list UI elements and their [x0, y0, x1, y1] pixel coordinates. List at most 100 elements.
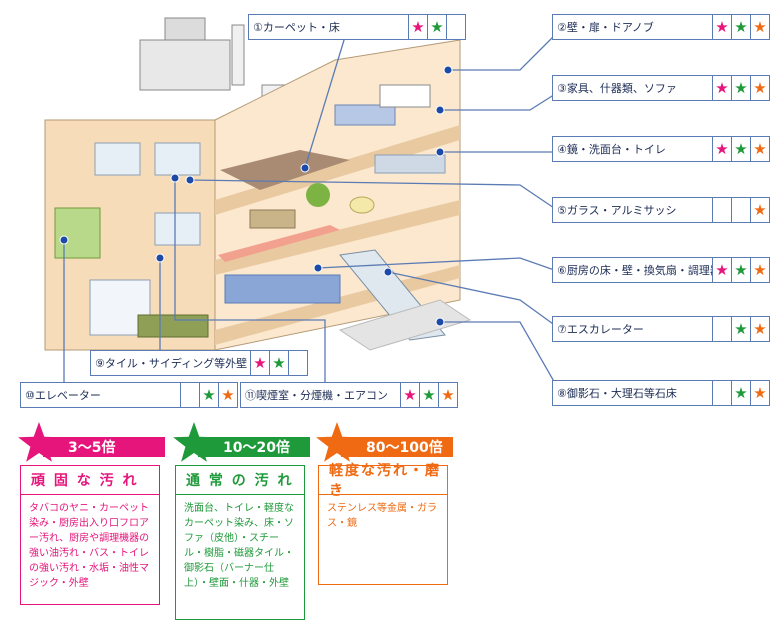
star-cell-1: ★: [400, 383, 419, 407]
label-box-3: ③家具、什器類、ソファ ★ ★ ★: [552, 75, 770, 101]
star-cell-2: ★: [427, 15, 446, 39]
carpet-area: [220, 150, 350, 190]
star-icon: ★: [430, 17, 444, 36]
star-cell-2: ★: [731, 317, 750, 341]
category-range: 10～20倍: [223, 440, 290, 456]
whiteboard: [379, 84, 431, 108]
marker-dot-11: [170, 173, 180, 183]
category-range: 80～100倍: [366, 440, 443, 456]
big-star-icon: [316, 422, 358, 462]
label-text: ⑦エスカレーター: [557, 323, 644, 336]
category-range: 3～5倍: [68, 440, 116, 456]
star-icon: ★: [715, 17, 729, 36]
star-cell-1: ★: [712, 76, 731, 100]
label-text: ⑧御影石・大理石等石床: [557, 387, 677, 400]
label-text: ③家具、什器類、ソファ: [557, 82, 677, 95]
sofa: [249, 209, 296, 229]
planter: [137, 314, 209, 338]
elevator-door: [54, 207, 101, 259]
category-1: 3～5倍頑 固 な 汚 れタバコのヤニ・カーペット染み・厨房出入り口フロアー汚れ…: [18, 422, 165, 605]
star-cell-2: ★: [269, 351, 288, 375]
marker-dot-5: [185, 175, 195, 185]
window-3: [154, 212, 201, 246]
window-1: [94, 142, 141, 176]
marker-dot-2: [443, 65, 453, 75]
label-text: ②壁・扉・ドアノブ: [557, 21, 654, 34]
label-text: ⑤ガラス・アルミサッシ: [557, 204, 677, 217]
category-header-graphic: [316, 422, 453, 462]
plant: [306, 183, 330, 207]
star-icon: ★: [753, 260, 767, 279]
star-cell-3: ★: [750, 15, 769, 39]
range-bar: [341, 437, 453, 457]
category-description: 洗面台、トイレ・軽度なカーペット染み、床・ソファ（皮他）・スチール・樹脂・磁器タ…: [175, 495, 305, 620]
office-desk: [334, 104, 396, 126]
star-icon: ★: [272, 353, 286, 372]
star-cell-3: ★: [438, 383, 457, 407]
star-cell-3: ★: [750, 137, 769, 161]
star-cell-3: ★: [218, 383, 237, 407]
star-icon: ★: [715, 260, 729, 279]
floor-slab-3: [215, 125, 460, 215]
marker-dot-9: [155, 253, 165, 263]
label-text: ⑨タイル・サイディング等外壁: [95, 357, 248, 370]
star-cell-1: [712, 198, 731, 222]
category-3: 80～100倍軽度な汚れ・磨きステンレス等金属・ガラス・鏡: [316, 422, 453, 585]
star-icon: ★: [715, 78, 729, 97]
category-header-graphic: [173, 422, 310, 462]
big-star-icon: [18, 422, 60, 462]
marker-dot-10: [59, 235, 69, 245]
category-header-graphic: [18, 422, 165, 462]
star-icon: ★: [403, 385, 417, 404]
star-icon: ★: [221, 385, 235, 404]
rooftop-ladder: [231, 24, 245, 86]
leader-2: [448, 29, 561, 71]
star-icon: ★: [753, 78, 767, 97]
star-cell-1: [712, 317, 731, 341]
star-cell-2: ★: [731, 76, 750, 100]
rooftop-unit-top: [164, 17, 206, 41]
star-cell-3: ★: [750, 258, 769, 282]
lounge-floor: [218, 225, 340, 262]
star-cell-3: ★: [750, 317, 769, 341]
label-text: ⑥厨房の床・壁・換気扇・調理器具: [557, 264, 712, 277]
range-bar: [43, 437, 165, 457]
leader-lines: [63, 26, 561, 393]
star-cell-1: ★: [712, 258, 731, 282]
star-cell-1: [712, 381, 731, 405]
leader-11: [174, 178, 326, 382]
category-2: 10～20倍通 常 の 汚 れ洗面台、トイレ・軽度なカーペット染み、床・ソファ（…: [173, 422, 310, 620]
marker-dots: [59, 65, 453, 327]
label-box-4: ④鏡・洗面台・トイレ★★★: [552, 136, 770, 162]
star-icon: ★: [753, 139, 767, 158]
leader-8: [440, 321, 561, 393]
star-icon: ★: [202, 385, 216, 404]
star-icon: ★: [734, 78, 748, 97]
star-cell-2: [731, 198, 750, 222]
star-cell-2: ★: [731, 258, 750, 282]
star-cell-1: ★: [712, 137, 731, 161]
label-box-9: ⑨タイル・サイディング等外壁★★: [90, 350, 308, 376]
star-cell-1: [180, 383, 199, 407]
star-cell-2: ★: [199, 383, 218, 407]
star-icon: ★: [411, 17, 425, 36]
label-text: ⑩エレベーター: [25, 389, 101, 402]
star-cell-1: ★: [712, 15, 731, 39]
label-box-6: ⑥厨房の床・壁・換気扇・調理器具★★★: [552, 257, 770, 283]
stone-floor: [338, 299, 472, 351]
leader-7: [387, 271, 561, 330]
range-bar: [198, 437, 310, 457]
star-icon: ★: [753, 17, 767, 36]
kitchen-counter: [224, 274, 341, 304]
star-icon: ★: [734, 383, 748, 402]
label-box-8: ⑧御影石・大理石等石床★★: [552, 380, 770, 406]
label-box-5: ⑤ガラス・アルミサッシ ★: [552, 197, 770, 223]
star-cell-2: ★: [419, 383, 438, 407]
label-text: ④鏡・洗面台・トイレ: [557, 143, 666, 156]
leader-5: [189, 179, 561, 213]
label-text: ①カーペット・床: [253, 21, 340, 34]
toilet: [349, 196, 375, 214]
star-icon: ★: [422, 385, 436, 404]
washroom-sinks: [374, 154, 446, 174]
star-cell-3: ★: [750, 198, 769, 222]
